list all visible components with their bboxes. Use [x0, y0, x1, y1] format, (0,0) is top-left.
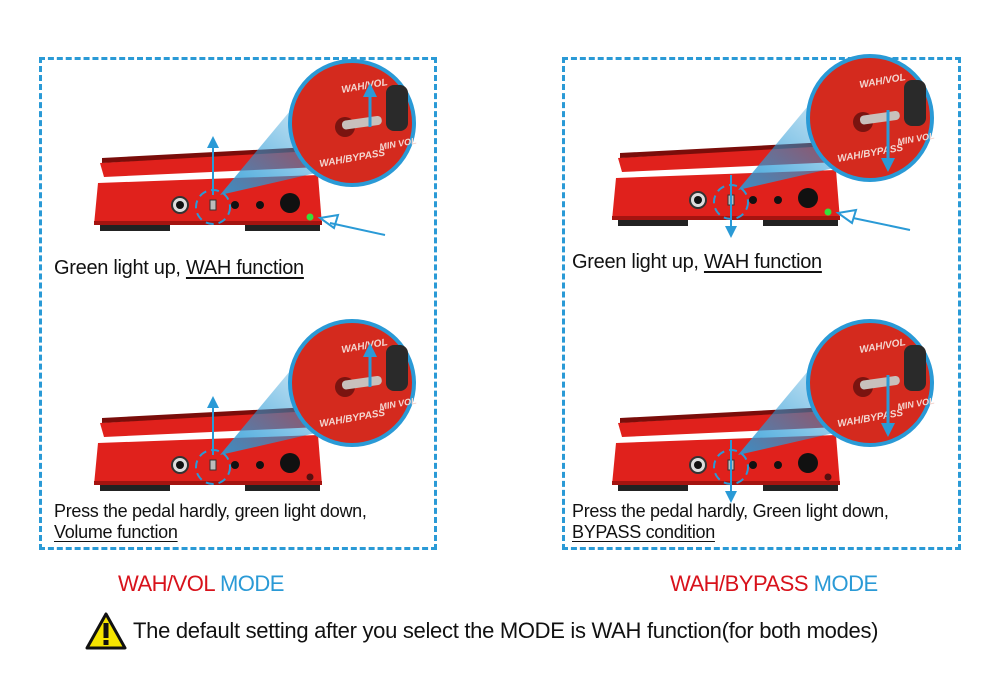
default-setting-note: The default setting after you select the… — [85, 612, 879, 650]
mode-suffix: MODE — [219, 571, 285, 596]
mode-switch — [209, 199, 217, 211]
mode-switch — [209, 459, 217, 471]
control-knob — [280, 193, 300, 213]
caption-wah-bypass-led-on: Green light up, WAH function — [572, 251, 822, 274]
caption-text: Press the pedal hardly, green light down… — [54, 501, 367, 521]
status-led — [824, 208, 832, 216]
control-knob — [798, 188, 818, 208]
warning-text: The default setting after you select the… — [133, 618, 879, 643]
caption-wah-vol-led-on: Green light up, WAH function — [54, 257, 304, 280]
wah-vol-mode-panel — [39, 57, 437, 550]
mode-label-wah-bypass: WAH/BYPASS MODE — [670, 571, 878, 597]
pedal-body — [612, 170, 840, 220]
pedal-foot — [618, 483, 688, 491]
pedal-body — [612, 435, 840, 485]
caption-text: Green light up, — [572, 251, 704, 273]
caption-function: Volume function — [54, 522, 178, 542]
caption-text: Press the pedal hardly, Green light down… — [572, 501, 889, 521]
caption-wah-bypass-led-off: Press the pedal hardly, Green light down… — [572, 501, 889, 543]
caption-wah-vol-led-off: Press the pedal hardly, green light down… — [54, 501, 367, 543]
pedal-body — [94, 175, 322, 225]
mode-label-wah-vol: WAH/VOL MODE — [118, 571, 284, 597]
pedal-foot — [618, 218, 688, 226]
pedal-foot — [100, 223, 170, 231]
caption-text: Green light up, — [54, 257, 186, 279]
mode-name: WAH/VOL — [118, 571, 215, 596]
status-led — [306, 213, 314, 221]
pedal-foot — [100, 483, 170, 491]
control-knob — [280, 453, 300, 473]
warning-triangle-icon — [85, 612, 127, 650]
wah-bypass-mode-panel — [562, 57, 961, 550]
mode-name: WAH/BYPASS — [670, 571, 809, 596]
caption-function: WAH function — [185, 257, 304, 279]
pedal-body — [94, 435, 322, 485]
status-led — [306, 473, 314, 481]
caption-function: BYPASS condition — [572, 522, 715, 542]
caption-function: WAH function — [703, 251, 822, 273]
mode-suffix: MODE — [813, 571, 879, 596]
status-led — [824, 473, 832, 481]
control-knob — [798, 453, 818, 473]
